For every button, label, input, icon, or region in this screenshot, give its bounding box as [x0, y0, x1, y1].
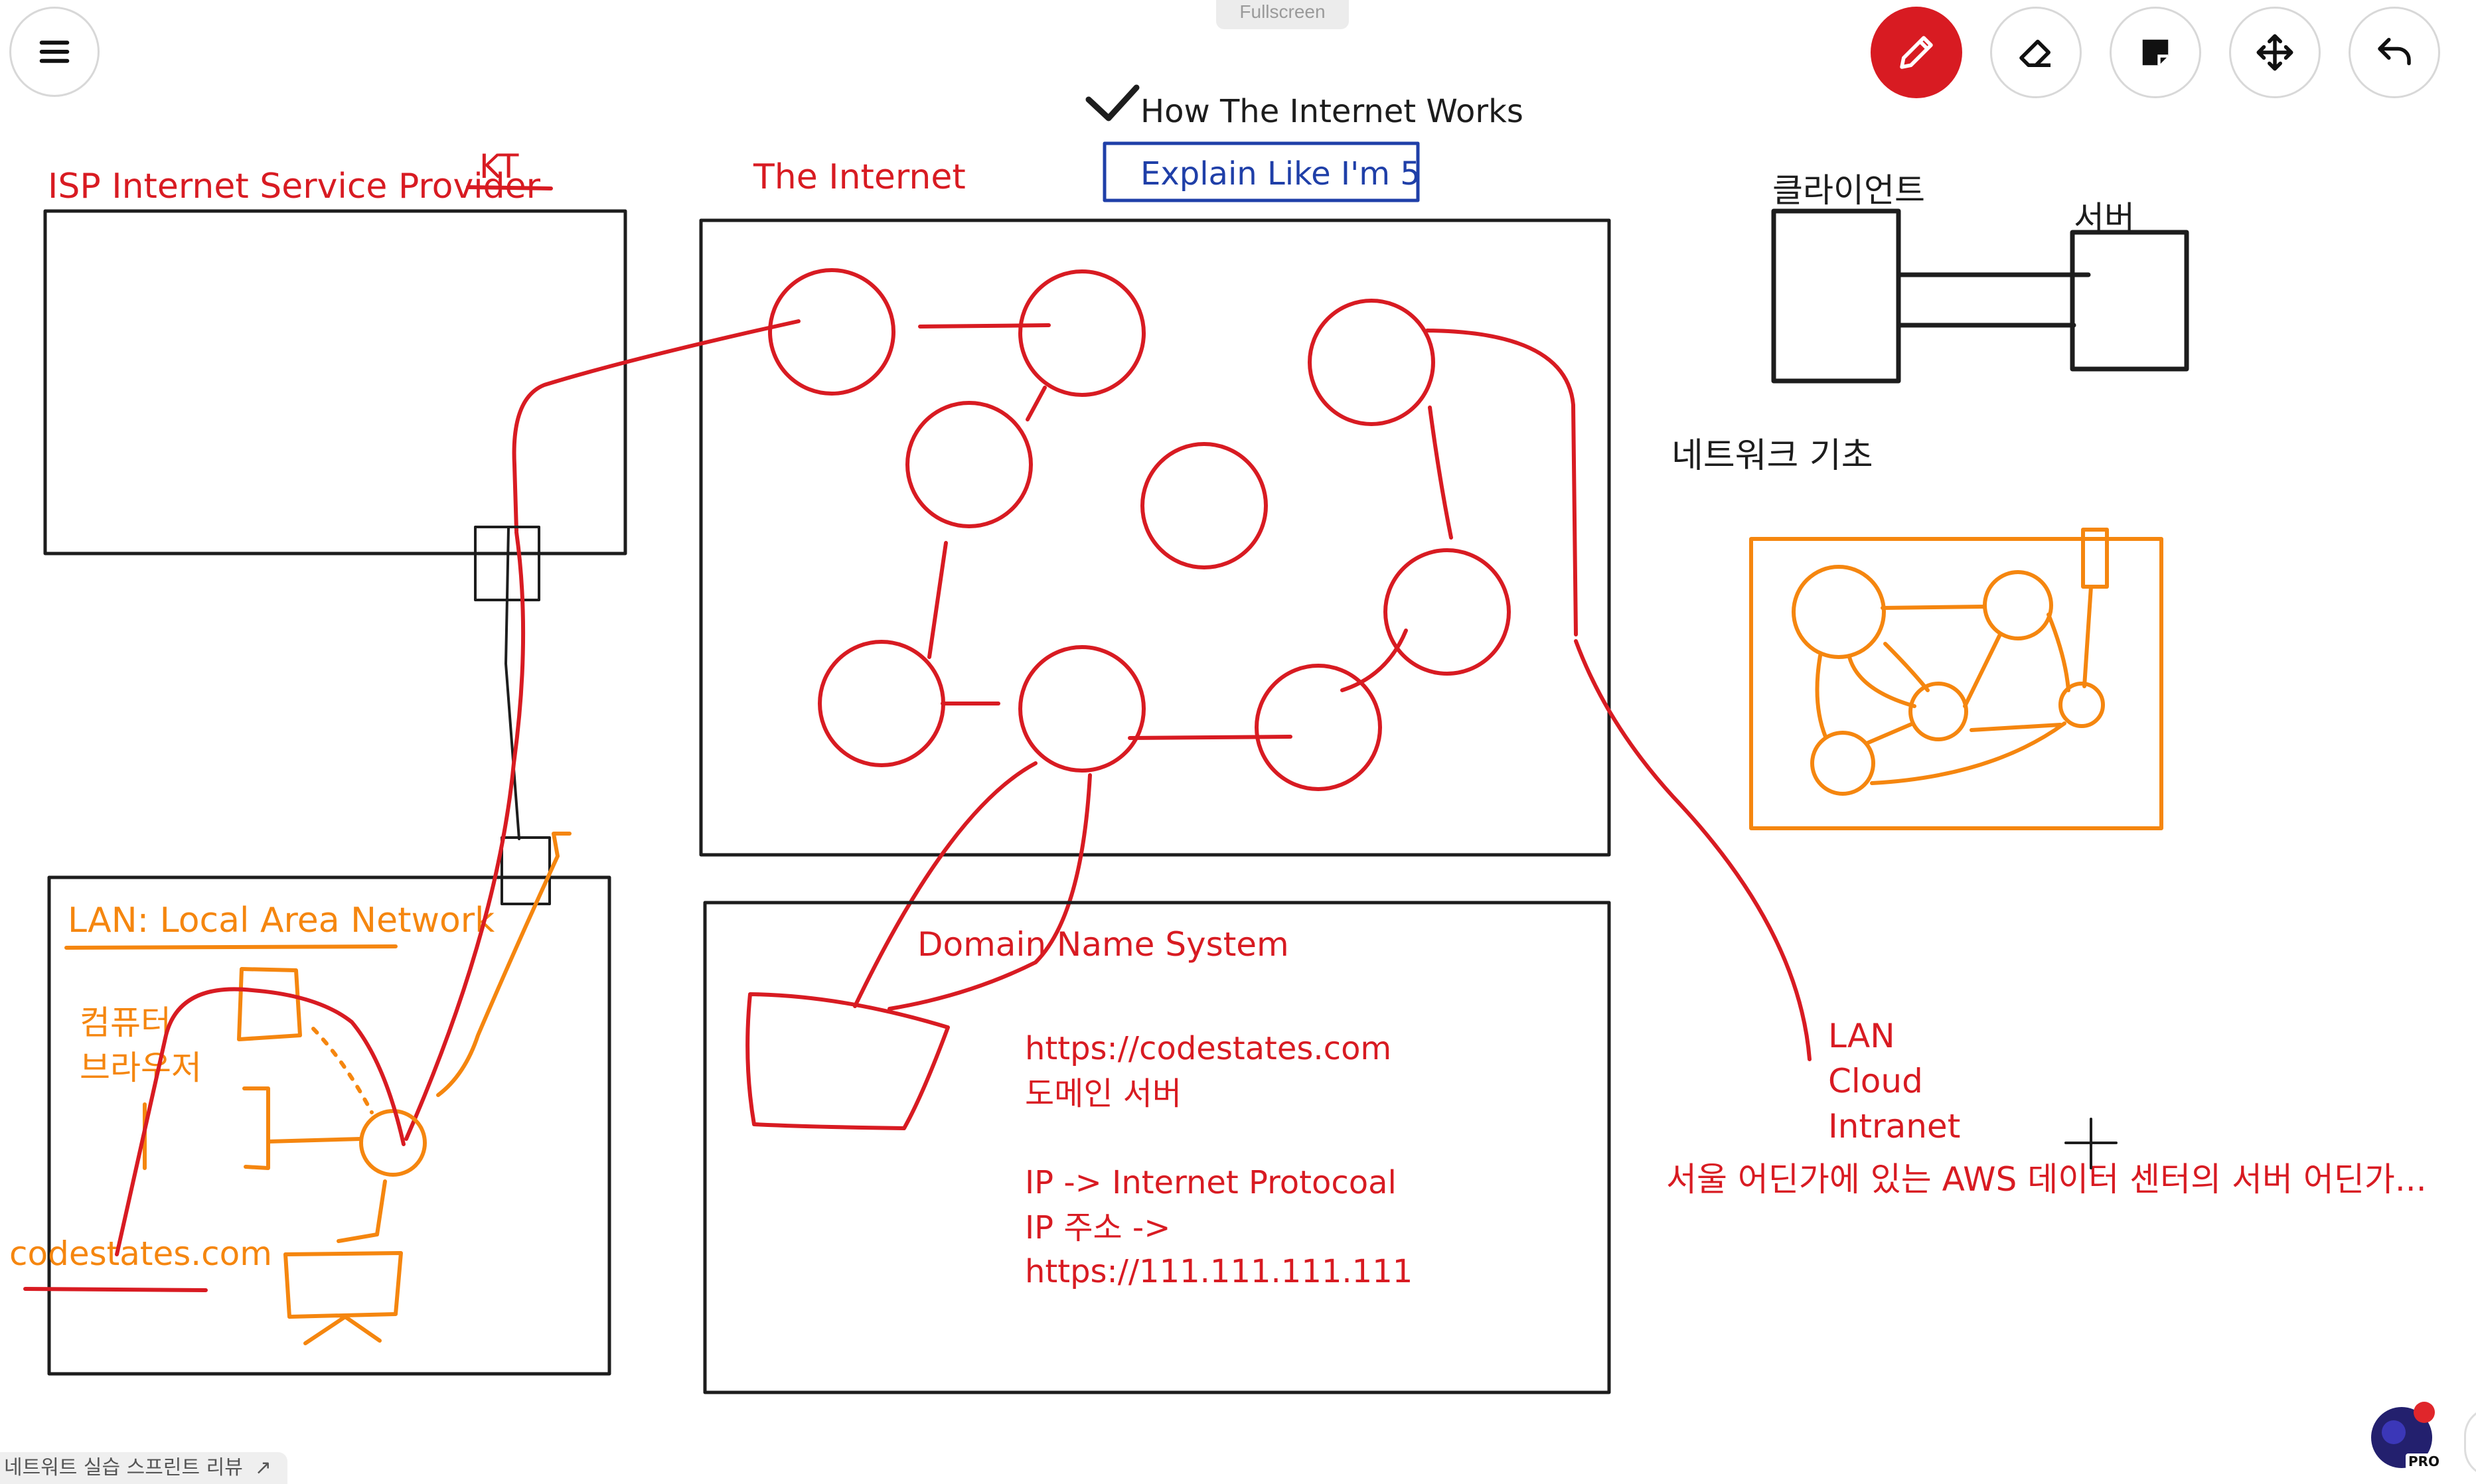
user-doodle	[359, 1109, 427, 1177]
computer-doodle	[237, 967, 302, 1041]
mini-network-box	[1749, 537, 2163, 830]
network-node	[1255, 664, 1382, 791]
internet-label: The Internet	[753, 157, 966, 197]
dns-link	[888, 773, 1092, 1011]
dns-line-3: IP -> Internet Protocoal	[1025, 1164, 1397, 1201]
move-tool-button[interactable]	[2229, 7, 2321, 98]
menu-button[interactable]	[9, 7, 100, 97]
open-external-icon[interactable]: ↗	[254, 1456, 271, 1479]
node-link	[927, 541, 948, 659]
pen-tool-button[interactable]	[1871, 7, 1962, 98]
internet-box	[699, 218, 1611, 857]
site-underline	[23, 1287, 208, 1292]
kt-underline	[466, 185, 553, 190]
lan-label: LAN: Local Area Network	[68, 901, 495, 940]
network-node	[1140, 442, 1268, 569]
node-link	[1428, 406, 1453, 540]
mini-network-plug	[2081, 528, 2109, 589]
browser-label: 브라우저	[80, 1049, 202, 1087]
network-basics-label: 네트워크 기초	[1671, 436, 1873, 476]
dns-box	[703, 901, 1611, 1394]
session-tab[interactable]: 네트워트 실습 스프린트 리뷰 ↗	[0, 1452, 287, 1484]
dns-line-1: https://codestates.com	[1025, 1030, 1391, 1067]
page-title: How The Internet Works	[1140, 93, 1523, 130]
pro-label: PRO	[2408, 1453, 2439, 1469]
pencil-icon	[1900, 36, 1933, 69]
dns-line-4: IP 주소 ->	[1025, 1209, 1170, 1246]
move-arrows-icon	[2256, 34, 2293, 71]
undo-button[interactable]	[2349, 7, 2440, 98]
network-node	[1018, 645, 1146, 773]
node-link	[1340, 629, 1408, 692]
mini-node	[1908, 682, 1968, 741]
mini-link	[1815, 585, 2093, 785]
cable	[504, 527, 520, 840]
checkmark	[1085, 84, 1140, 121]
eli5-label: Explain Like I'm 5	[1140, 155, 1421, 192]
aws-note: 서울 어딘가에 있는 AWS 데이터 센터의 서버 어딘가...	[1666, 1160, 2427, 1199]
node-link	[1128, 735, 1292, 740]
fullscreen-button[interactable]: Fullscreen	[1216, 0, 1349, 29]
computer-doodle	[242, 1086, 270, 1170]
crosshair-cursor	[2064, 1118, 2118, 1169]
node-link	[1425, 329, 1578, 636]
monitor-doodle	[283, 1179, 403, 1345]
eraser-icon	[2019, 39, 2050, 67]
lan-note: LAN	[1828, 1017, 1895, 1055]
network-node	[768, 268, 895, 396]
network-node	[905, 401, 1033, 528]
dotted-link	[311, 1027, 374, 1114]
hamburger-icon	[39, 40, 70, 63]
undo-icon	[2378, 38, 2411, 66]
lan-underline	[64, 944, 398, 950]
dns-label: Domain Name System	[917, 925, 1289, 964]
sticky-note-button[interactable]	[2110, 7, 2201, 98]
client-server-link	[1896, 272, 2091, 328]
mini-node	[1983, 570, 2053, 640]
client-box	[1771, 208, 1901, 384]
dns-line-5: https://111.111.111.111	[1025, 1253, 1413, 1290]
site-label: codestates.com	[9, 1234, 272, 1273]
node-link	[1026, 386, 1047, 421]
pro-avatar-badge[interactable]: PRO	[2368, 1399, 2440, 1471]
isp-to-internet-link	[512, 319, 801, 533]
note-icon	[2142, 39, 2169, 66]
computer-doodle	[266, 1137, 363, 1144]
server-doodle	[745, 992, 950, 1130]
network-node	[1018, 269, 1146, 397]
mini-node	[1810, 731, 1875, 796]
intranet-note: Intranet	[1828, 1107, 1960, 1146]
network-node	[1383, 548, 1511, 676]
dns-link	[853, 761, 1038, 1008]
node-link	[918, 323, 1051, 329]
network-node	[1308, 299, 1435, 426]
isp-box	[43, 209, 627, 556]
lan-box	[47, 875, 611, 1376]
cloud-note: Cloud	[1828, 1062, 1923, 1100]
client-label: 클라이언트	[1772, 171, 1925, 210]
wifi-cable	[436, 832, 572, 1097]
internet-cable	[404, 530, 526, 1141]
cloud-link	[1574, 639, 1812, 1061]
lan-red-route	[115, 987, 406, 1256]
dns-line-2: 도메인 서버	[1025, 1075, 1182, 1112]
kt-label: KT	[479, 147, 519, 186]
network-node	[818, 640, 945, 767]
session-title: 네트워트 실습 스프린트 리뷰	[4, 1456, 243, 1479]
eli5-box	[1103, 141, 1420, 202]
isp-label: ISP Internet Service Provider	[48, 167, 541, 206]
mini-node	[2058, 682, 2105, 728]
server-box	[2070, 230, 2189, 372]
mini-node	[1792, 565, 1886, 659]
computer-label: 컴퓨터	[80, 1003, 171, 1042]
eraser-tool-button[interactable]	[1990, 7, 2082, 98]
